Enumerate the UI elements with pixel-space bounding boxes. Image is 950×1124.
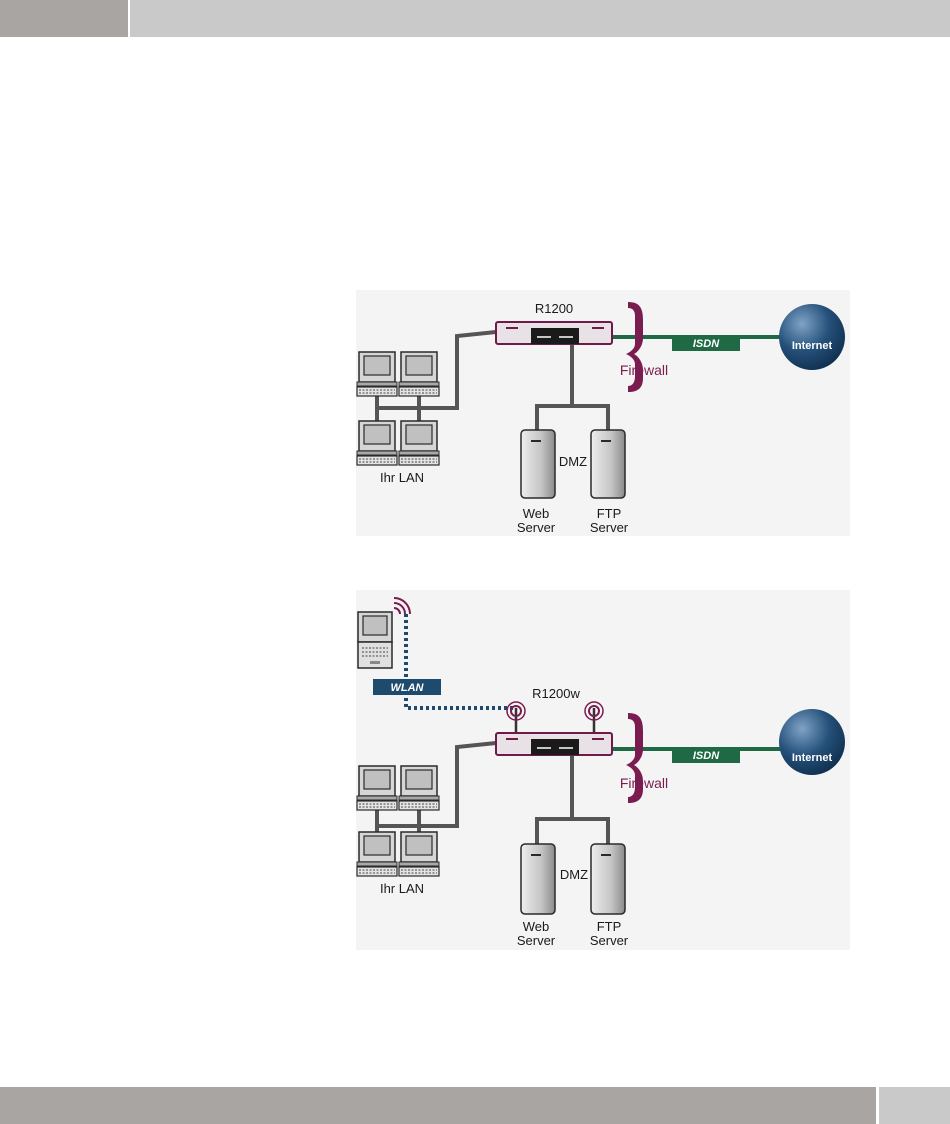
router-antenna-icon xyxy=(507,702,525,733)
internet-label: Internet xyxy=(792,752,833,764)
dmz-cable-branch xyxy=(572,819,608,844)
ftp-server-label-line1: FTP xyxy=(597,919,622,934)
ftp-server-label-line1: FTP xyxy=(597,506,622,521)
dmz-label: DMZ xyxy=(559,454,587,469)
lan-pc-icon xyxy=(399,421,439,465)
router xyxy=(496,733,612,755)
router-label: R1200w xyxy=(532,686,580,701)
lan-pc-icon xyxy=(357,832,397,876)
web-server-label-line2: Server xyxy=(517,933,556,948)
lan-pc-icon xyxy=(399,766,439,810)
lan-pc-icon xyxy=(399,352,439,396)
header-bar-left xyxy=(0,0,128,37)
lan-pc-icon xyxy=(399,832,439,876)
lan-label: Ihr LAN xyxy=(380,881,424,896)
internet-globe-icon xyxy=(779,304,845,370)
lan-pc-icon xyxy=(357,766,397,810)
web-server-icon xyxy=(521,844,555,914)
network-diagram-r1200w: WLAN R1200w Firewall ISDN Internet Ihr L… xyxy=(356,590,850,950)
network-diagram-r1200-svg: R1200 Firewall ISDN Internet Ihr LAN DMZ… xyxy=(356,290,850,536)
web-server-label-line2: Server xyxy=(517,520,556,535)
dmz-cable-branch xyxy=(572,406,608,430)
isdn-label: ISDN xyxy=(693,338,720,350)
dmz-label: DMZ xyxy=(560,867,588,882)
firewall-label: Firewall xyxy=(620,775,668,791)
header-bar-right xyxy=(130,0,950,37)
internet-globe-icon xyxy=(779,709,845,775)
web-server-icon xyxy=(521,430,555,498)
lan-pc-icon xyxy=(357,352,397,396)
firewall-icon xyxy=(626,302,643,392)
dmz-cable xyxy=(537,342,572,430)
ftp-server-label-line2: Server xyxy=(590,933,629,948)
wlan-laptop-icon xyxy=(358,612,392,668)
network-diagram-r1200: R1200 Firewall ISDN Internet Ihr LAN DMZ… xyxy=(356,290,850,536)
footer-bar-right xyxy=(879,1087,950,1124)
router-label: R1200 xyxy=(535,301,573,316)
lan-pc-icon xyxy=(357,421,397,465)
router xyxy=(496,322,612,344)
web-server-label-line1: Web xyxy=(523,919,550,934)
ftp-server-icon xyxy=(591,844,625,914)
lan-label: Ihr LAN xyxy=(380,470,424,485)
firewall-label: Firewall xyxy=(620,362,668,378)
ftp-server-label-line2: Server xyxy=(590,520,629,535)
web-server-label-line1: Web xyxy=(523,506,550,521)
internet-label: Internet xyxy=(792,340,833,352)
wifi-signal-icon xyxy=(394,598,410,614)
isdn-label: ISDN xyxy=(693,750,720,762)
footer-bar-left xyxy=(0,1087,876,1124)
dmz-cable xyxy=(537,754,572,844)
router-antenna-icon xyxy=(585,702,603,733)
ftp-server-icon xyxy=(591,430,625,498)
wlan-label: WLAN xyxy=(391,682,425,694)
network-diagram-r1200w-svg: WLAN R1200w Firewall ISDN Internet Ihr L… xyxy=(356,590,850,950)
